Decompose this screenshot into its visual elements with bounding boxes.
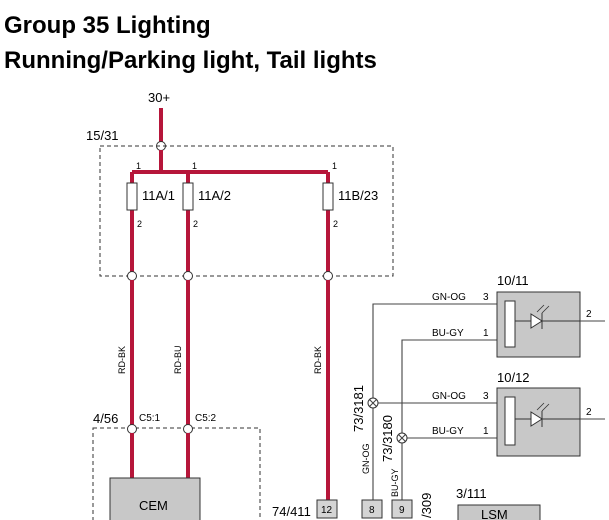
cem-pin-2: C5:2 <box>195 413 217 424</box>
fuse-3 <box>322 182 334 211</box>
lamp-2-pin-bottom: 1 <box>483 426 489 437</box>
cem-pin-node-2 <box>183 424 193 434</box>
connector-74-ref: 74/411 <box>272 504 311 519</box>
connector-pin-8-box <box>361 499 383 519</box>
fuse-3-pin-in: 1 <box>332 161 337 171</box>
splice-1 <box>367 397 379 409</box>
fuse-1-pin-out: 2 <box>137 219 142 229</box>
lamp-2-pin-out: 2 <box>586 407 592 418</box>
wire-bu-gy <box>401 339 497 500</box>
lsm-ref: 3/111 <box>456 486 487 501</box>
splice-2-ref: 73/3180 <box>380 415 395 462</box>
fuse-1 <box>126 182 138 211</box>
cem-ref: 4/56 <box>93 411 118 426</box>
lamp-1-pin-out: 2 <box>586 309 592 320</box>
lamp-1-pin-bottom: 1 <box>483 328 489 339</box>
cem-outline <box>92 427 261 520</box>
lamp-2-wire-top: GN-OG <box>432 391 466 402</box>
lamp-1-wire-bottom: BU-GY <box>432 328 464 339</box>
wire-2-color: RD-BU <box>173 346 183 375</box>
lamp-1-led-icon <box>504 300 580 348</box>
supply-label: 30+ <box>148 90 170 105</box>
wire-3-color: RD-BK <box>313 346 323 374</box>
cem-module <box>109 477 201 520</box>
fuse-3-pin-out: 2 <box>333 219 338 229</box>
wire-gn-og <box>372 303 497 500</box>
connector-74-pin-box <box>316 499 338 519</box>
vertical-wire-2-color: BU-GY <box>390 468 400 497</box>
page-subtitle: Running/Parking light, Tail lights <box>4 47 377 74</box>
splice-2 <box>396 432 408 444</box>
fuse-2-pin-out: 2 <box>193 219 198 229</box>
lamp-2-ref: 10/12 <box>497 370 530 385</box>
lamp-1-ref: 10/11 <box>497 273 529 288</box>
fusebox-exit-1 <box>127 271 137 281</box>
splice-1-ref: 73/3181 <box>351 385 366 432</box>
connector-ref-partial: /309 <box>419 493 434 518</box>
vertical-wire-1-color: GN-OG <box>361 444 371 475</box>
lamp-1-pin-top: 3 <box>483 292 489 303</box>
fusebox-exit-2 <box>183 271 193 281</box>
page-title: Group 35 Lighting <box>4 12 211 39</box>
connector-74-pin: 12 <box>321 505 333 516</box>
fusebox-outline <box>99 145 394 277</box>
lamp-2-led-icon <box>504 396 580 446</box>
lamp-1-wire-top: GN-OG <box>432 292 466 303</box>
connector-pin-9-box <box>391 499 413 519</box>
fuse-3-label: 11B/23 <box>338 188 378 203</box>
connector-pin-8: 8 <box>369 505 375 516</box>
wire-1-color: RD-BK <box>117 346 127 374</box>
lsm-module <box>457 504 541 520</box>
cem-pin-1: C5:1 <box>139 413 161 424</box>
fuse-1-pin-in: 1 <box>136 161 141 171</box>
fuse-1-label: 11A/1 <box>142 188 175 203</box>
lamp-2-wire-bottom: BU-GY <box>432 426 464 437</box>
fuse-2-pin-in: 1 <box>192 161 197 171</box>
lamp-2-pin-top: 3 <box>483 391 489 402</box>
connector-pin-9: 9 <box>399 505 405 516</box>
fusebox-ref: 15/31 <box>86 128 119 143</box>
fuse-2-label: 11A/2 <box>198 188 231 203</box>
fuse-2 <box>182 182 194 211</box>
cem-name: CEM <box>139 498 168 513</box>
cem-pin-node-1 <box>127 424 137 434</box>
fusebox-exit-3 <box>323 271 333 281</box>
lsm-name: LSM <box>481 507 508 520</box>
